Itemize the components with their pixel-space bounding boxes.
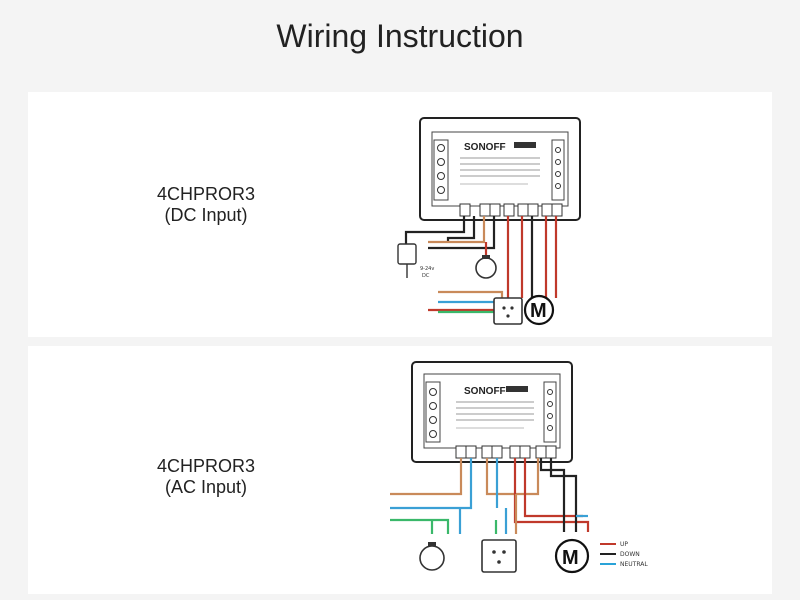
ac-input-panel: 4CHPROR3 (AC Input) SONOFF (28, 346, 772, 594)
dc-power-adapter-icon: 9-24v DC (397, 243, 434, 279)
ac-input-label: (AC Input) (164, 477, 248, 497)
ac-socket-icon (481, 539, 517, 573)
ac-motor-label: M (562, 547, 579, 569)
legend-neutral-label: NEUTRAL (620, 561, 648, 568)
ac-legend: UP DOWN NEUTRAL (600, 541, 648, 568)
page-title: Wiring Instruction (276, 18, 524, 54)
legend-up-label: UP (620, 541, 628, 548)
dc-input-label: (DC Input) (164, 205, 248, 225)
ac-label: 4CHPROR3 (AC Input) (106, 456, 306, 498)
ac-device: SONOFF (411, 361, 573, 463)
ac-model-label: 4CHPROR3 (156, 456, 256, 476)
dc-wiring-diagram: SONOFF (397, 117, 581, 326)
dc-bulb-icon (475, 255, 497, 279)
ac-bulb-icon (419, 542, 445, 571)
dc-label: 4CHPROR3 (DC Input) (106, 184, 306, 226)
svg-text:DC: DC (422, 273, 430, 279)
dc-model-label: 4CHPROR3 (156, 184, 256, 204)
ac-wiring-diagram: SONOFF (390, 361, 648, 574)
dc-motor-icon: M (523, 294, 555, 326)
ac-motor-icon: M (554, 538, 590, 574)
dc-motor-label: M (530, 300, 547, 322)
dc-brand-logo: SONOFF (464, 142, 506, 153)
dc-input-panel: 4CHPROR3 (DC Input) SONOFF (28, 92, 772, 337)
dc-socket-icon (493, 297, 523, 325)
svg-text:9-24v: 9-24v (420, 266, 434, 272)
legend-down-label: DOWN (620, 551, 640, 558)
dc-device: SONOFF (419, 117, 581, 221)
ac-brand-logo: SONOFF (464, 386, 506, 397)
